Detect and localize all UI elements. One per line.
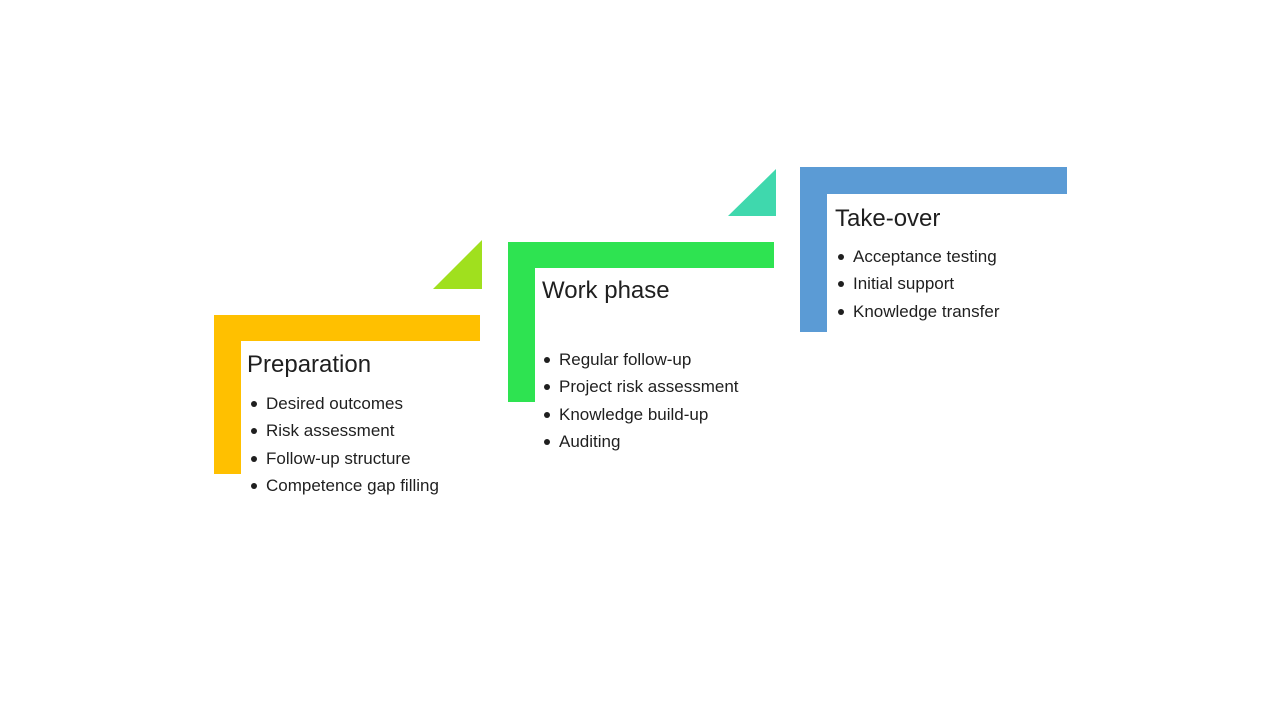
phase-bullet-list: Regular follow-up Project risk assessmen… [543,346,739,456]
phase-title: Preparation [247,351,372,378]
phase-title: Take-over [835,205,941,232]
bullet-item: Knowledge build-up [543,401,739,428]
phase-bullet-list: Acceptance testing Initial support Knowl… [837,243,999,325]
triangle-arrow-icon [433,240,482,289]
bullet-item: Initial support [837,270,999,297]
triangle-arrow-icon [728,169,776,216]
bullet-item: Follow-up structure [250,445,439,472]
phase-block-take-over: Take-over Acceptance testing Initial sup… [800,167,1080,347]
phase-block-preparation: Preparation Desired outcomes Risk assess… [214,315,494,505]
phase-block-work-phase: Work phase Regular follow-up Project ris… [508,242,788,462]
bullet-item: Auditing [543,428,739,455]
phase-bracket-horizontal-bar [214,315,480,341]
phase-bracket-horizontal-bar [508,242,774,268]
bullet-item: Desired outcomes [250,390,439,417]
bullet-item: Knowledge transfer [837,298,999,325]
bullet-item: Competence gap filling [250,472,439,499]
bullet-item: Risk assessment [250,417,439,444]
phase-bracket-vertical-bar [508,242,535,402]
phase-bracket-horizontal-bar [800,167,1067,194]
bullet-item: Project risk assessment [543,373,739,400]
bullet-item: Regular follow-up [543,346,739,373]
phase-bracket-vertical-bar [800,167,827,332]
phase-bullet-list: Desired outcomes Risk assessment Follow-… [250,390,439,500]
bullet-item: Acceptance testing [837,243,999,270]
phase-title: Work phase [542,277,670,304]
phase-bracket-vertical-bar [214,315,241,474]
